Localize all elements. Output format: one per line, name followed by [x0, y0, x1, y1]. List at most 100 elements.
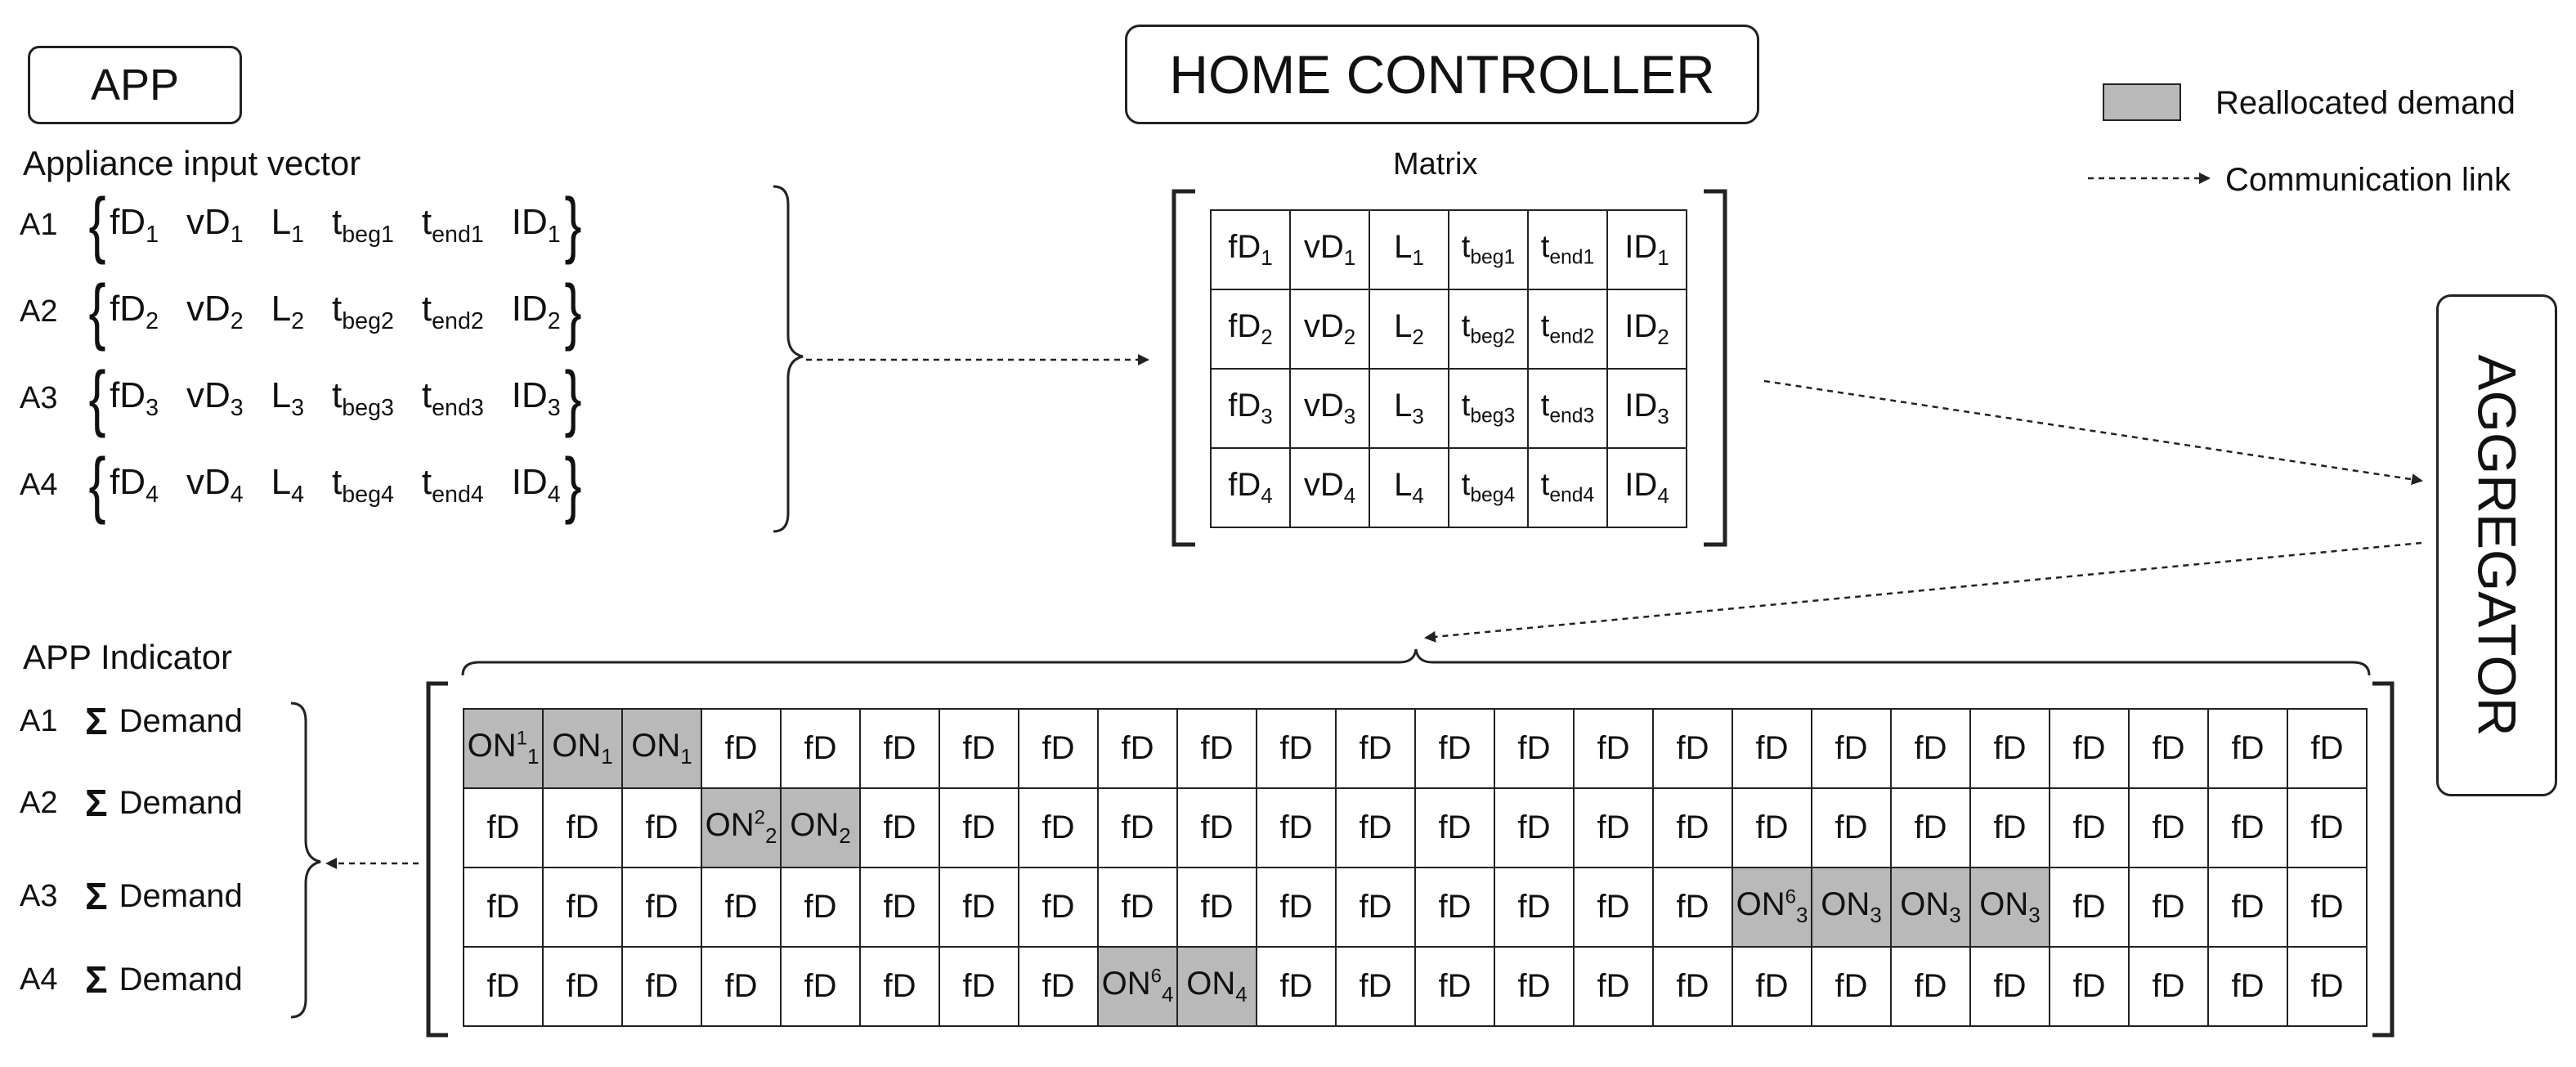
- schedule-cell: fD: [2128, 946, 2209, 1027]
- matrix-cell: fD1: [1210, 209, 1291, 290]
- schedule-cell: fD: [1335, 787, 1416, 868]
- schedule-cell: fD: [463, 867, 544, 948]
- matrix-cell-text: L1: [1394, 229, 1424, 270]
- schedule-cell: fD: [701, 867, 782, 948]
- schedule-cell-text: ON64: [1101, 965, 1174, 1007]
- schedule-cell-text: fD: [1121, 889, 1154, 925]
- matrix-cell: vD1: [1289, 209, 1370, 290]
- schedule-cell: fD: [1573, 946, 1654, 1027]
- schedule-brace: [461, 648, 2371, 676]
- matrix-cell-text: tend2: [1540, 309, 1595, 348]
- appliance-label: A3: [20, 878, 58, 913]
- input-vector-brace: [773, 185, 804, 533]
- schedule-cell-text: fD: [962, 968, 996, 1004]
- vector-item: ID4: [511, 461, 561, 508]
- schedule-cell-text: fD: [1676, 730, 1709, 766]
- schedule-cell: fD: [780, 946, 861, 1027]
- schedule-cell: fD: [1969, 787, 2050, 868]
- matrix-cell-text: vD1: [1303, 229, 1356, 270]
- schedule-cell: fD: [1256, 946, 1337, 1027]
- matrix-cell: tend4: [1527, 447, 1608, 528]
- appliance-label: A2: [20, 785, 58, 820]
- schedule-right-bracket: [2372, 681, 2395, 1038]
- indicator-brace: [290, 702, 321, 1019]
- schedule-cell-text: fD: [804, 968, 837, 1004]
- vector-item: vD1: [186, 201, 244, 248]
- schedule-cell: fD: [939, 708, 1019, 789]
- matrix-cell-text: ID4: [1624, 467, 1669, 508]
- schedule-cell: fD: [2049, 708, 2130, 789]
- schedule-cell: fD: [2287, 946, 2368, 1027]
- schedule-cell-text: ON1: [552, 728, 613, 769]
- appliance-label: A1: [20, 703, 58, 738]
- schedule-cell: fD: [1652, 867, 1733, 948]
- vector-item: tend3: [421, 374, 484, 421]
- appliance-label: A1: [20, 207, 58, 242]
- schedule-cell-text: fD: [1279, 730, 1313, 766]
- vector-item: tbeg4: [332, 461, 394, 508]
- close-brace: }: [564, 184, 582, 266]
- matrix-cell: tbeg2: [1448, 289, 1529, 370]
- open-brace: {: [88, 444, 106, 526]
- schedule-cell-text: fD: [1597, 809, 1630, 845]
- schedule-cell-text: fD: [1121, 809, 1154, 845]
- vector-item: L3: [271, 374, 305, 421]
- vector-item: tbeg2: [332, 288, 394, 334]
- appliance-label: A2: [20, 294, 58, 329]
- open-brace: {: [88, 184, 106, 266]
- schedule-cell-text: fD: [1755, 730, 1789, 766]
- schedule-cell: fD: [621, 946, 702, 1027]
- matrix-cell-text: vD4: [1303, 467, 1356, 508]
- schedule-cell-text: fD: [2310, 968, 2344, 1004]
- vector-item: L1: [271, 201, 305, 248]
- schedule-cell-text: fD: [962, 809, 996, 845]
- appliance-label: A4: [20, 467, 58, 502]
- matrix-cell-text: L3: [1394, 388, 1424, 428]
- schedule-cell-text: fD: [566, 809, 599, 845]
- schedule-cell-text: fD: [1597, 889, 1630, 925]
- schedule-cell: fD: [1811, 787, 1892, 868]
- schedule-cell: fD: [1494, 946, 1575, 1027]
- vector-item: ID1: [511, 201, 561, 248]
- schedule-cell-text: fD: [1517, 968, 1551, 1004]
- schedule-cell-text: fD: [1200, 730, 1234, 766]
- vector-item: fD3: [110, 374, 159, 421]
- schedule-cell: fD: [1652, 946, 1733, 1027]
- schedule-cell-text: fD: [2310, 889, 2344, 925]
- schedule-cell-text: ON11: [467, 727, 540, 769]
- matrix-cell: L4: [1369, 447, 1449, 528]
- schedule-cell: fD: [780, 867, 861, 948]
- matrix-cell-text: L2: [1394, 308, 1424, 349]
- schedule-cell: fD: [2207, 867, 2288, 948]
- schedule-cell-text: fD: [1042, 968, 1075, 1004]
- sum-icon: Σ: [85, 700, 108, 742]
- schedule-cell-text: fD: [645, 889, 679, 925]
- schedule-cell: fD: [1176, 867, 1257, 948]
- schedule-cell-text: ON1: [631, 728, 692, 769]
- matrix-cell-text: tend3: [1540, 388, 1595, 428]
- matrix-right-bracket: [1704, 189, 1727, 547]
- schedule-cell-text: fD: [1755, 968, 1789, 1004]
- matrix-cell: vD2: [1289, 289, 1370, 370]
- schedule-cell-text: fD: [1676, 968, 1709, 1004]
- schedule-cell-text: fD: [1914, 730, 1947, 766]
- vector-item: L4: [271, 461, 305, 508]
- vector-item: tend2: [421, 288, 484, 334]
- vector-item: vD4: [186, 461, 244, 508]
- schedule-cell: fD: [1097, 867, 1178, 948]
- schedule-cell-text: fD: [1676, 889, 1709, 925]
- schedule-cell-text: fD: [1438, 730, 1472, 766]
- schedule-cell-on: ON3: [1890, 867, 1971, 948]
- schedule-cell: fD: [1256, 708, 1337, 789]
- aggregator-box: AGGREGATOR: [2436, 294, 2557, 796]
- schedule-cell: fD: [1732, 708, 1812, 789]
- schedule-cell-text: fD: [1438, 968, 1472, 1004]
